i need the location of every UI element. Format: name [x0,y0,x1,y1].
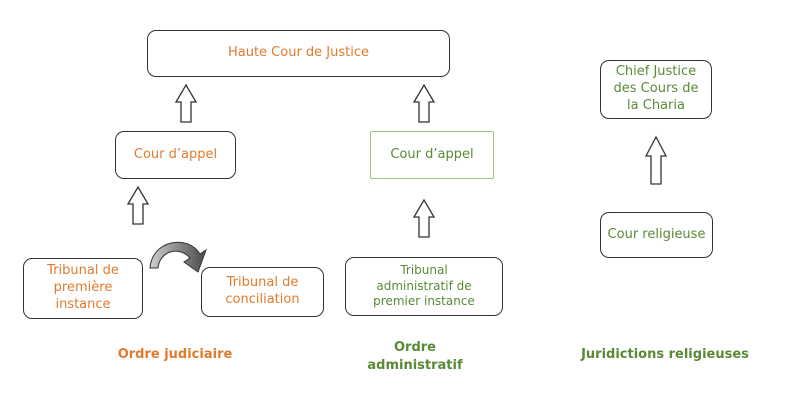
up-arrow-appel-to-haute-left [174,83,198,123]
curved-arrow-icon [149,241,207,273]
node-cour-appel-administratif: Cour d’appel [370,131,494,179]
label-ordre-administratif: Ordre administratif [367,340,463,373]
node-tribunal-conciliation: Tribunal de conciliation [201,267,324,317]
node-tribunal-administratif: Tribunal administratif de premier instan… [345,257,503,316]
node-chief-justice-charia: Chief Justice des Cours de la Charia [600,60,712,119]
label-juridictions-religieuses: Juridictions religieuses [581,347,749,362]
up-arrow-appel-to-haute-right [412,83,436,123]
up-arrow-premiere-to-appel [126,185,150,225]
node-cour-appel-judiciaire: Cour d’appel [115,131,236,179]
node-cour-religieuse: Cour religieuse [600,212,713,258]
up-arrow-religieuse-to-chief [644,135,668,185]
node-tribunal-premiere-instance: Tribunal de première instance [23,258,143,319]
label-ordre-judiciaire: Ordre judiciaire [117,347,233,362]
node-haute-cour-de-justice: Haute Cour de Justice [147,30,450,77]
up-arrow-admin-to-appel [412,198,436,238]
